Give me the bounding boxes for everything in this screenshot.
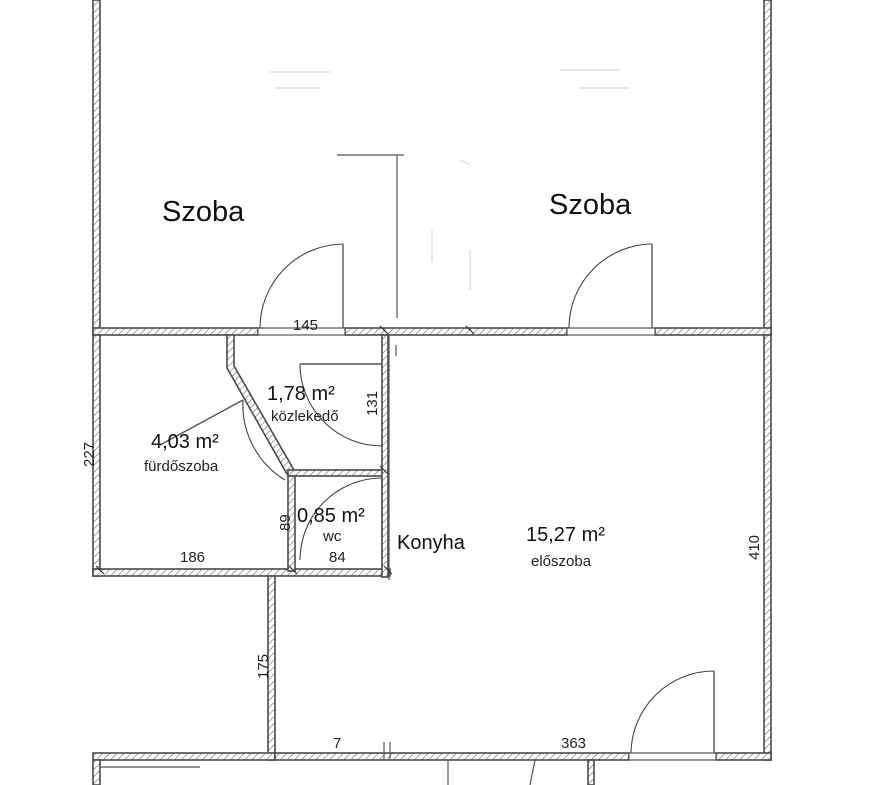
dim-door-top: 145 bbox=[293, 317, 318, 334]
dim-furdoszoba-width: 186 bbox=[180, 549, 205, 566]
room-title-szoba-left: Szoba bbox=[162, 196, 245, 228]
wall-bottom-c bbox=[715, 752, 772, 761]
wall-horizontal-mid-c bbox=[654, 327, 772, 336]
wall-bottom-lower-left bbox=[92, 759, 101, 785]
wc-wall-top bbox=[287, 469, 387, 477]
thin-lines bbox=[100, 154, 536, 785]
wc-wall-left bbox=[287, 475, 296, 572]
dim-gap-bottom: 7 bbox=[333, 735, 341, 752]
area-eloszoba: 15,27 m² bbox=[526, 524, 605, 546]
dimension-ticks bbox=[95, 325, 475, 575]
area-wc: 0,85 m² bbox=[297, 505, 365, 527]
wall-bottom-b bbox=[274, 752, 630, 761]
wall-horizontal-mid-a bbox=[92, 327, 259, 336]
name-furdoszoba: fürdőszoba bbox=[144, 458, 219, 475]
label-konyha: Konyha bbox=[397, 532, 466, 554]
dim-wc-height: 89 bbox=[277, 514, 294, 531]
door-szoba-left bbox=[257, 243, 346, 336]
door-szoba-right bbox=[566, 243, 656, 336]
area-furdoszoba: 4,03 m² bbox=[151, 431, 219, 453]
door-bathroom bbox=[159, 399, 286, 481]
dim-wc-width: 84 bbox=[329, 549, 346, 566]
outer-wall-right-top bbox=[763, 0, 772, 336]
door-kozlekedo bbox=[299, 363, 383, 447]
door-wc bbox=[299, 477, 383, 561]
name-eloszoba: előszoba bbox=[531, 553, 592, 570]
wall-horizontal-mid-b bbox=[344, 327, 568, 336]
kozlekedo-wall-right bbox=[381, 334, 389, 578]
wall-bottom-a bbox=[92, 752, 276, 761]
dim-eloszoba-height: 410 bbox=[746, 535, 763, 560]
room-title-szoba-right: Szoba bbox=[549, 189, 632, 221]
name-wc: wc bbox=[322, 528, 342, 545]
name-kozlekedo: közlekedő bbox=[271, 408, 339, 425]
bathroom-wall-bottom bbox=[92, 568, 391, 577]
outer-wall-left-top bbox=[92, 0, 101, 336]
faint-marks bbox=[270, 69, 630, 290]
wall-bottom-lower-mid bbox=[587, 759, 595, 785]
door-entrance bbox=[628, 670, 717, 761]
dim-corridor-height: 175 bbox=[255, 654, 272, 679]
area-kozlekedo: 1,78 m² bbox=[267, 383, 335, 405]
walls bbox=[92, 0, 772, 785]
dim-eloszoba-width: 363 bbox=[561, 735, 586, 752]
dim-kozlekedo-height: 131 bbox=[364, 391, 381, 416]
outer-wall-right-bottom bbox=[763, 334, 772, 761]
dim-furdoszoba-height: 227 bbox=[81, 442, 98, 467]
